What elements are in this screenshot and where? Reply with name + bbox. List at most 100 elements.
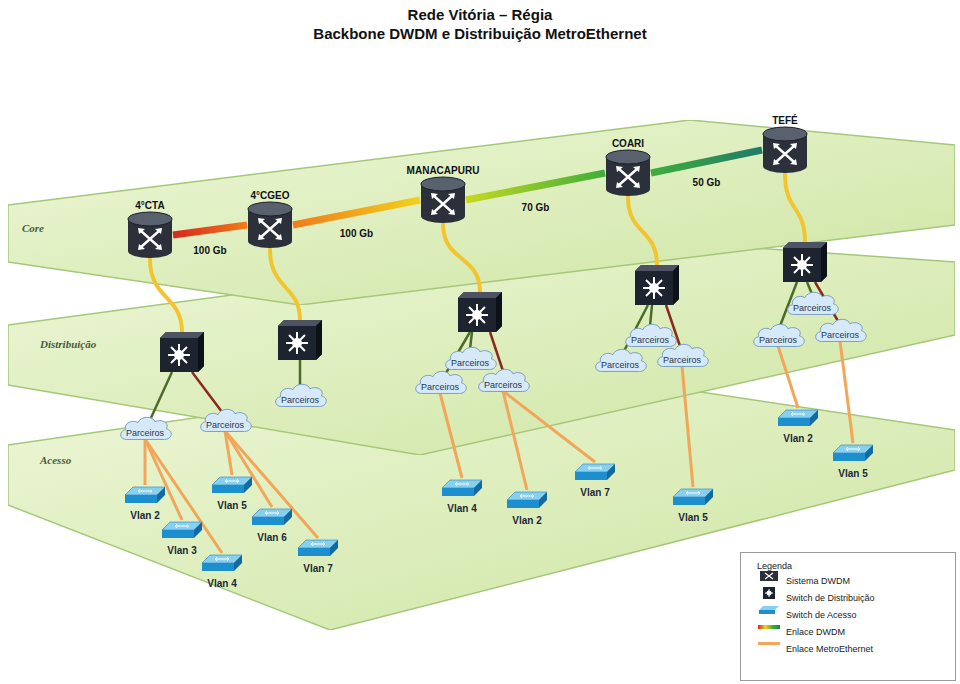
cloud-text: Parceiros: [281, 395, 319, 405]
switch-front: [833, 453, 865, 461]
access-switch: Vlan 5: [833, 443, 873, 463]
cloud-outline: [753, 324, 804, 346]
switch-front: [673, 497, 705, 505]
vlan-name: Vlan 4: [207, 578, 236, 589]
switch-arrows: [215, 557, 229, 561]
layer-name: Distribuição: [40, 338, 96, 350]
access-switch: Vlan 2: [125, 485, 165, 505]
dwdm-node: COARI: [605, 149, 651, 197]
cloud-outline: [787, 292, 838, 314]
legend-sample: [757, 637, 781, 651]
legend-text-holder: Switch de Distribuição: [786, 587, 875, 605]
router-arrows: [619, 169, 637, 185]
switch-side: [284, 509, 292, 525]
cloud-outline: [275, 384, 326, 406]
legend-text: Sistema DWDM: [786, 576, 850, 586]
layer-plane: AcessoVlan 2 Vlan 3 Vlan 4 Vlan 5 Vlan 6 Vlan…: [8, 368, 955, 630]
cloud-text: Parceiros: [821, 330, 859, 340]
partner-cloud: Parceiros: [197, 405, 254, 435]
vlan-name: Vlan 2: [130, 510, 159, 521]
switch-side: [474, 480, 482, 496]
site-name-holder: 4°CTA: [135, 195, 164, 213]
cloud-text-holder: Parceiros: [759, 329, 797, 347]
switch-front: [778, 418, 810, 426]
legend-dwdm: [760, 571, 778, 581]
switch-arrows: [686, 491, 700, 495]
router-arrows: [776, 146, 794, 162]
cloud-text: Parceiros: [663, 355, 701, 365]
site-name: MANACAPURU: [407, 165, 480, 176]
switch-side: [810, 410, 818, 426]
router-arrows: [261, 221, 279, 237]
partner-cloud: Parceiros: [654, 340, 711, 370]
link-capacity-holder: 100 Gb: [193, 240, 226, 258]
cloud-text: Parceiros: [421, 382, 459, 392]
access-switch-icon: [442, 478, 482, 498]
switch-front: [202, 563, 234, 571]
vlan-name-holder: Vlan 4: [447, 498, 476, 516]
link-capacity: 70 Gb: [522, 202, 550, 213]
layer-name-holder: Acesso: [40, 450, 71, 468]
router-top: [248, 202, 292, 216]
switch-arrows: [225, 479, 239, 483]
switch-front: [442, 488, 474, 496]
cloud-text-holder: Parceiros: [601, 354, 639, 372]
layer-plane: Core4°CTA4°CGEOMANACAPURUCOARITEFÉ: [8, 120, 955, 305]
cloud-outline: [120, 417, 171, 439]
plane-polygon: [8, 120, 955, 305]
link-capacity: 50 Gb: [693, 177, 721, 188]
vlan-name-holder: Vlan 2: [130, 505, 159, 523]
access-switch-icon: [507, 490, 547, 510]
layer-name: Acesso: [40, 454, 71, 466]
legend-sample: [757, 569, 781, 583]
cloud-text: Parceiros: [601, 360, 639, 370]
cloud-text-holder: Parceiros: [821, 324, 859, 342]
diagram-title-holder: Rede Vitória – Régia: [408, 6, 553, 24]
site-name: 4°CGEO: [250, 190, 289, 201]
legend-text: Enlace DWDM: [786, 627, 845, 637]
legend-asw: [759, 606, 779, 610]
switch-arrows: [588, 466, 602, 470]
legend-text-holder: Sistema DWDM: [786, 570, 850, 588]
cloud-outline: [625, 324, 676, 346]
diagram-subtitle-holder: Backbone DWDM e Distribuição MetroEthern…: [313, 25, 646, 43]
vlan-name: Vlan 7: [580, 487, 609, 498]
dwdm-router-icon: [762, 126, 808, 174]
cloud-text-holder: Parceiros: [206, 414, 244, 432]
vlan-name: Vlan 6: [257, 532, 286, 543]
switch-side: [539, 492, 547, 508]
link-capacity-holder: 70 Gb: [522, 197, 550, 215]
cloud-text: Parceiros: [451, 358, 489, 368]
cloud-outline: [815, 319, 866, 341]
vlan-name-holder: Vlan 6: [257, 527, 286, 545]
vlan-name: Vlan 5: [678, 512, 707, 523]
cloud-outline: [445, 347, 496, 369]
switch-arrows: [791, 412, 805, 416]
site-name: COARI: [612, 138, 644, 149]
switch-front: [162, 530, 194, 538]
vlan-name-holder: Vlan 5: [217, 495, 246, 513]
vlan-name: Vlan 5: [217, 500, 246, 511]
legend-text: Switch de Distribuição: [786, 593, 875, 603]
switch-front: [212, 485, 244, 493]
cloud-text-holder: Parceiros: [421, 376, 459, 394]
cloud-outline: [200, 409, 251, 431]
vlan-name: Vlan 2: [512, 515, 541, 526]
cloud-text-holder: Parceiros: [484, 374, 522, 392]
legend-heading: Legenda: [757, 561, 792, 571]
router-top: [421, 177, 465, 191]
link-capacity-holder: 50 Gb: [693, 172, 721, 190]
vlan-name-holder: Vlan 7: [303, 558, 332, 576]
site-name: TEFÉ: [772, 115, 798, 126]
router-arrowheads: [616, 166, 640, 188]
link-capacity: 100 Gb: [193, 245, 226, 256]
cloud-outline: [478, 369, 529, 391]
vlan-name-holder: Vlan 4: [207, 573, 236, 591]
vlan-name-holder: Vlan 7: [580, 482, 609, 500]
dwdm-node: 4°CTA: [127, 211, 173, 259]
vlan-name: Vlan 3: [167, 545, 196, 556]
cloud-outline: [595, 349, 646, 371]
access-switch-icon: [298, 538, 338, 558]
cloud-text-holder: Parceiros: [631, 329, 669, 347]
